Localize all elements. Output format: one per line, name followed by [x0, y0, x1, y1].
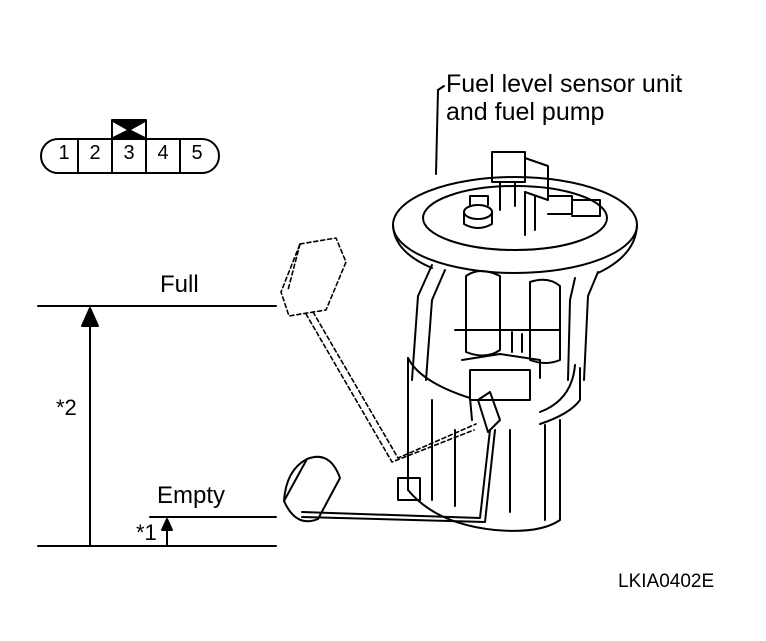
callout-line-2: and fuel pump — [446, 98, 605, 126]
connector-pin-4: 4 — [157, 142, 169, 164]
fuel-reservoir — [397, 357, 581, 532]
pump-body — [411, 264, 599, 401]
figure-code: LKIA0402E — [618, 571, 715, 592]
connector-pin-5: 5 — [191, 142, 203, 164]
terminal-marker-icon — [112, 120, 146, 139]
note-2-label: *2 — [56, 395, 77, 420]
callout-label: Fuel level sensor unit and fuel pump — [446, 70, 682, 126]
float-arm-full — [280, 237, 477, 463]
full-level-label: Full — [160, 271, 199, 298]
callout-line-1: Fuel level sensor unit — [446, 70, 683, 98]
connector-pin-3: 3 — [123, 142, 135, 164]
connector-pin-1: 1 — [58, 142, 70, 164]
callout-leader — [435, 89, 439, 175]
connector-pin-2: 2 — [89, 142, 101, 164]
note-1-label: *1 — [136, 520, 157, 545]
level-scale — [37, 305, 277, 547]
empty-level-label: Empty — [157, 482, 226, 509]
pump-flange — [392, 151, 638, 274]
float-arm-empty — [283, 429, 496, 523]
connector-pin-diagram — [40, 119, 220, 174]
